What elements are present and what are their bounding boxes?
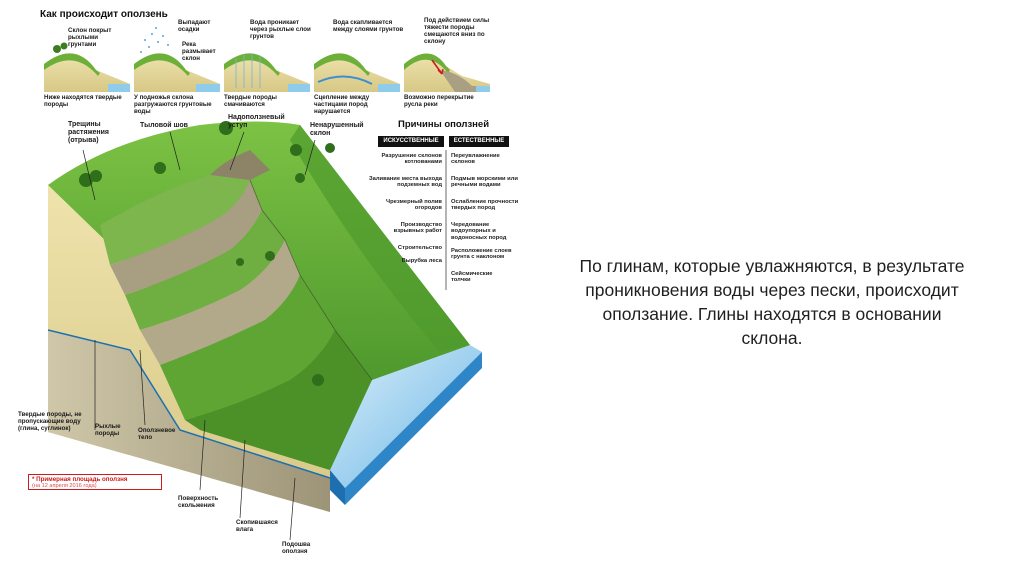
label-loose-rocks: Рыхлые породы	[95, 424, 135, 438]
causes-natural-header: ЕСТЕСТВЕННЫЕ	[449, 136, 509, 147]
label-slip-surface: Поверхность скольжения	[178, 496, 238, 510]
cause-natural-6: Сейсмические толчки	[451, 271, 511, 284]
label-undisturbed: Ненарушенный склон	[310, 122, 364, 138]
cause-natural-5: Расположение слоев грунта с наклоном	[451, 248, 523, 261]
cause-artificial-4: Производство взрывных работ	[370, 222, 442, 235]
cause-artificial-6: Вырубка леса	[400, 258, 442, 264]
step-1-bottom: Ниже находятся твердые породы	[44, 95, 130, 109]
step-5-bottom: Возможно перекрытие русла реки	[404, 95, 490, 109]
cause-natural-4: Чередование водоупорных и водоносных пор…	[451, 222, 521, 241]
step-1-top: Склон покрыт рыхлыми грунтами	[68, 28, 118, 49]
slide-caption: По глинам, которые увлажняются, в резуль…	[556, 254, 988, 350]
step-5-top: Под действием силы тяжести породы смещаю…	[424, 18, 494, 46]
cause-artificial-2: Заливание места выхода подземных вод	[352, 176, 442, 189]
cause-artificial-5: Строительство	[370, 245, 442, 251]
step-3-bottom: Твердые породы смачиваются	[224, 95, 310, 109]
causes-artificial-header: ИСКУССТВЕННЫЕ	[378, 136, 444, 147]
step-4-top: Вода скапливается между слоями грунтов	[333, 20, 413, 34]
cause-natural-3: Ослабление прочности твердых пород	[451, 199, 527, 212]
area-note-sub: (на 12 апреля 2016 года)	[32, 483, 158, 489]
main-title: Как происходит оползень	[40, 9, 168, 20]
causes-title: Причины оползней	[398, 119, 489, 130]
label-ledge: Надоползневый уступ	[228, 114, 284, 130]
area-note: * Примерная площадь оползня (на 12 апрел…	[28, 474, 162, 490]
cause-artificial-3: Чрезмерный полив огородов	[370, 199, 442, 212]
cause-natural-2: Подмыв морскими или речными водами	[451, 176, 527, 189]
area-note-text: * Примерная площадь оползня	[32, 476, 128, 483]
label-landslide-body: Оползневое тело	[138, 428, 188, 442]
label-moisture: Скопившаяся влага	[236, 520, 292, 534]
step-4-bottom: Сцепление между частицами пород нарушает…	[314, 95, 400, 116]
cause-artificial-1: Разрушение склонов котлованами	[370, 153, 442, 166]
label-hard-rocks: Твердые породы, не пропускающие воду (гл…	[18, 412, 88, 433]
step-2-top2: Река размывает склон	[182, 42, 228, 63]
cause-natural-1: Переувлажнение склонов	[451, 153, 515, 166]
label-rear-seam: Тыловой шов	[140, 122, 200, 130]
label-cracks: Трещины растяжения (отрыва)	[68, 121, 124, 144]
step-3-top: Вода проникает через рыхлые слои грунтов	[250, 20, 312, 41]
step-panel-1	[44, 43, 130, 93]
label-toe: Подошва оползня	[282, 542, 332, 556]
step-2-bottom: У подножья склона разгружаются грунтовые…	[134, 95, 220, 116]
step-2-top: Выпадают осадки	[178, 20, 222, 34]
step-panel-5	[404, 53, 490, 92]
step-panel-3	[224, 53, 310, 92]
step-panel-4	[314, 53, 400, 92]
